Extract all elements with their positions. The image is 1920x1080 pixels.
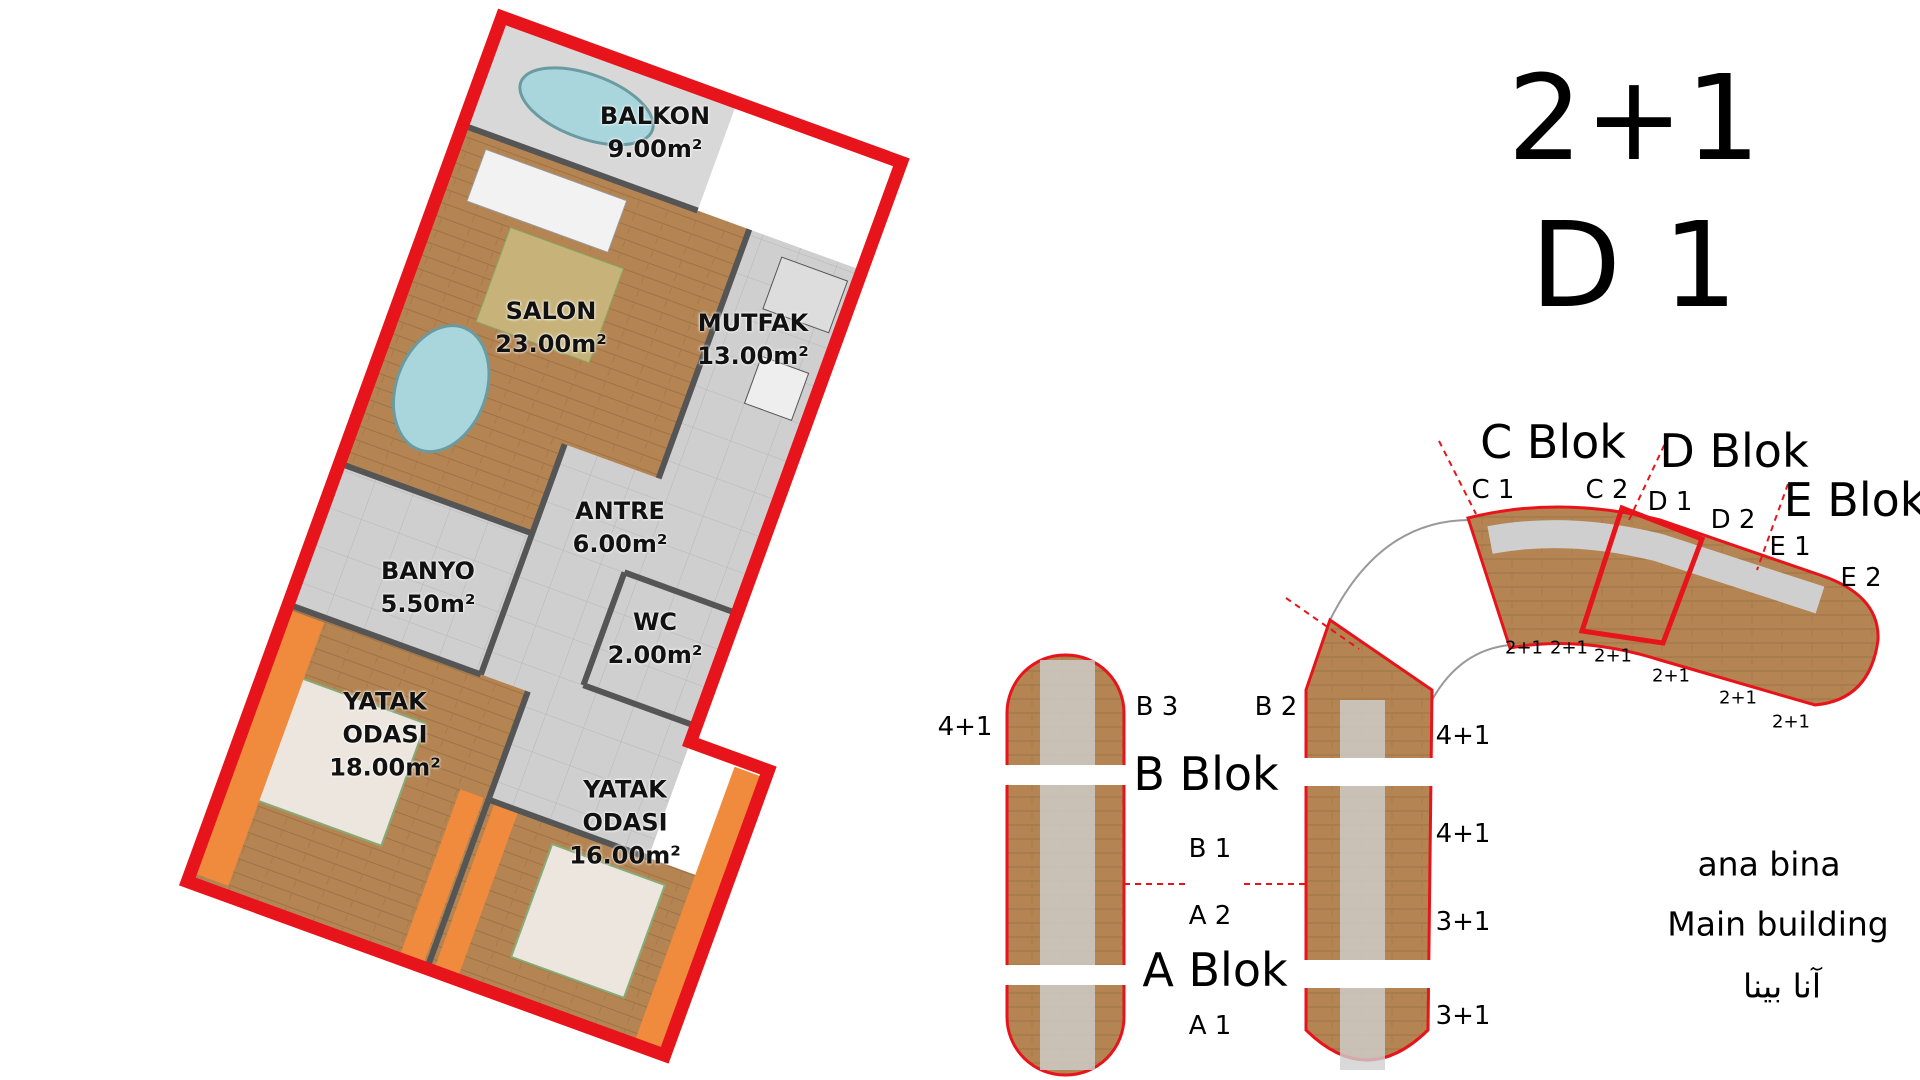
balcony-table-icon — [518, 66, 655, 147]
unit-label-e2: E 2 — [1840, 563, 1882, 593]
rug-icon — [475, 226, 624, 364]
room-label-balkon: BALKON 9.00m² — [600, 100, 710, 166]
unit-label-b1: B 1 — [1188, 834, 1232, 864]
unit-type-label: 2+1 — [1505, 637, 1543, 659]
unit-label-c2: C 2 — [1585, 475, 1629, 505]
bathroom-area — [288, 463, 533, 675]
main-building-label-tr: ana bina — [1697, 844, 1841, 884]
unit-type-title: 2+1 — [1507, 49, 1763, 187]
core-corridor — [1340, 700, 1385, 1070]
block-label-d: D Blok — [1659, 424, 1809, 478]
room-label-yatak-odasi-1: YATAK ODASI 18.00m² — [325, 686, 445, 785]
room-name: MUTFAK — [697, 309, 809, 337]
room-name: YATAK ODASI — [342, 687, 428, 749]
block-label-b: B Blok — [1133, 747, 1279, 801]
room-area: 2.00m² — [607, 641, 703, 669]
room-area: 16.00m² — [569, 841, 681, 870]
main-building-label-ar: آنا بينا — [1742, 966, 1822, 1006]
unit-type-label: 4+1 — [1435, 721, 1491, 751]
wardrobe-icon — [398, 789, 484, 968]
unit-type-label: 2+1 — [1594, 645, 1632, 667]
stair-gap — [1000, 765, 1130, 785]
block-dividers — [1124, 434, 1789, 885]
unit-label-e1: E 1 — [1769, 532, 1811, 562]
unit-type-label: 3+1 — [1435, 1001, 1491, 1031]
block-label-a: A Blok — [1142, 943, 1288, 997]
room-name: WC — [632, 608, 678, 636]
room-area: 13.00m² — [697, 342, 809, 370]
room-name: BALKON — [599, 102, 711, 130]
unit-label-a1: A 1 — [1188, 1011, 1232, 1041]
sofa-icon — [466, 148, 628, 254]
unit-floor-plan — [179, 8, 910, 1064]
block-c-d-e — [1466, 505, 1880, 707]
unit-type-label: 2+1 — [1652, 665, 1690, 687]
unit-label-c1: C 1 — [1471, 475, 1515, 505]
unit-type-label: 3+1 — [1435, 907, 1491, 937]
courtyard-arc — [1329, 519, 1471, 621]
unit-label-b3: B 3 — [1135, 692, 1179, 722]
stair-gap — [1300, 758, 1435, 786]
room-name: SALON — [505, 297, 597, 325]
unit-type-label: 2+1 — [1719, 687, 1757, 709]
wardrobe-icon — [635, 766, 761, 1049]
core-corridor — [1487, 520, 1825, 614]
room-name: YATAK ODASI — [582, 775, 668, 837]
room-area: 6.00m² — [572, 530, 668, 558]
unit-label-d2: D 2 — [1710, 505, 1756, 535]
main-building-label-en: Main building — [1667, 904, 1889, 944]
block-label-c: C Blok — [1480, 415, 1626, 469]
unit-type-label: 4+1 — [937, 712, 993, 742]
wardrobe-icon — [433, 801, 519, 980]
unit-type-label: 4+1 — [1435, 819, 1491, 849]
unit-code-title: D 1 — [1530, 196, 1740, 334]
room-label-antre: ANTRE 6.00m² — [573, 495, 668, 561]
unit-label-a2: A 2 — [1188, 901, 1232, 931]
courtyard-arc-inner — [1431, 644, 1511, 701]
unit-outline — [179, 8, 910, 1064]
stair-gap — [1000, 965, 1130, 985]
sink-icon — [743, 355, 810, 421]
site-plan — [1000, 434, 1880, 1077]
room-label-mutfak: MUTFAK 13.00m² — [697, 307, 808, 373]
selected-unit-d1-highlight — [1578, 504, 1706, 646]
block-label-e: E Blok — [1783, 473, 1920, 527]
room-area: 9.00m² — [607, 135, 703, 163]
room-area: 5.50m² — [380, 590, 476, 618]
stove-icon — [762, 256, 849, 334]
room-label-yatak-odasi-2: YATAK ODASI 16.00m² — [565, 774, 685, 873]
room-label-wc: WC 2.00m² — [608, 606, 703, 672]
dining-table-icon — [391, 324, 491, 454]
unit-type-label: 2+1 — [1550, 637, 1588, 659]
room-name: BANYO — [381, 557, 475, 585]
room-area: 18.00m² — [329, 753, 441, 782]
room-name: ANTRE — [575, 497, 665, 525]
bed-icon — [509, 842, 667, 1000]
unit-label-d1: D 1 — [1647, 487, 1693, 517]
room-area: 23.00m² — [495, 330, 607, 358]
stair-gap — [1300, 960, 1435, 988]
room-label-banyo: BANYO 5.50m² — [381, 555, 476, 621]
room-label-salon: SALON 23.00m² — [495, 295, 606, 361]
wc-area — [583, 572, 738, 727]
unit-label-b2: B 2 — [1254, 692, 1298, 722]
wardrobe-icon — [190, 609, 325, 886]
core-corridor — [1040, 660, 1095, 1070]
unit-type-label: 2+1 — [1772, 711, 1810, 733]
